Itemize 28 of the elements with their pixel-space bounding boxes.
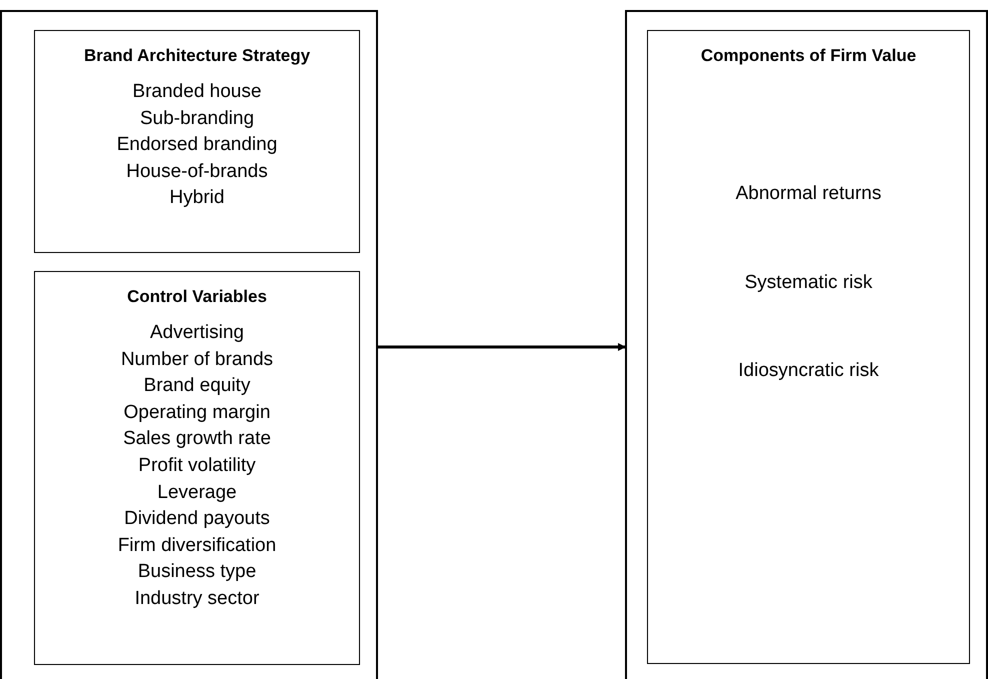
arrow (378, 343, 626, 351)
variable-label: Dividend payouts (124, 507, 270, 532)
variable-label: Hybrid (170, 186, 224, 210)
variable-label: Sales growth rate (123, 427, 271, 452)
variable-label: Advertising (150, 321, 244, 345)
variable-label: Branded house (132, 80, 262, 104)
box-heading: Components of Firm Value (700, 45, 916, 67)
variable-label: House-of-brands (126, 160, 268, 184)
variable-label: Profit volatility (138, 454, 256, 478)
variable-label: Abnormal returns (736, 182, 882, 206)
variable-label: Sub-branding (140, 106, 254, 131)
variable-label: Operating margin (124, 400, 270, 425)
variable-label: Systematic risk (744, 270, 872, 295)
variable-box (34, 30, 360, 253)
variable-label: Endorsed branding (116, 133, 278, 158)
variable-label: Industry sector (134, 586, 260, 611)
variable-label: Idiosyncratic risk (738, 359, 879, 384)
variable-label: Number of brands (120, 348, 274, 372)
group-box (0, 10, 378, 679)
variable-label: Business type (138, 560, 256, 584)
variable-label: Brand equity (144, 374, 250, 398)
box-heading: Brand Architecture Strategy (84, 45, 310, 67)
variable-label: Leverage (157, 480, 237, 505)
group-box (625, 10, 988, 679)
variable-box (34, 271, 360, 665)
variable-box (647, 30, 970, 664)
box-heading: Control Variables (127, 286, 267, 308)
variable-label: Firm diversification (118, 534, 276, 558)
